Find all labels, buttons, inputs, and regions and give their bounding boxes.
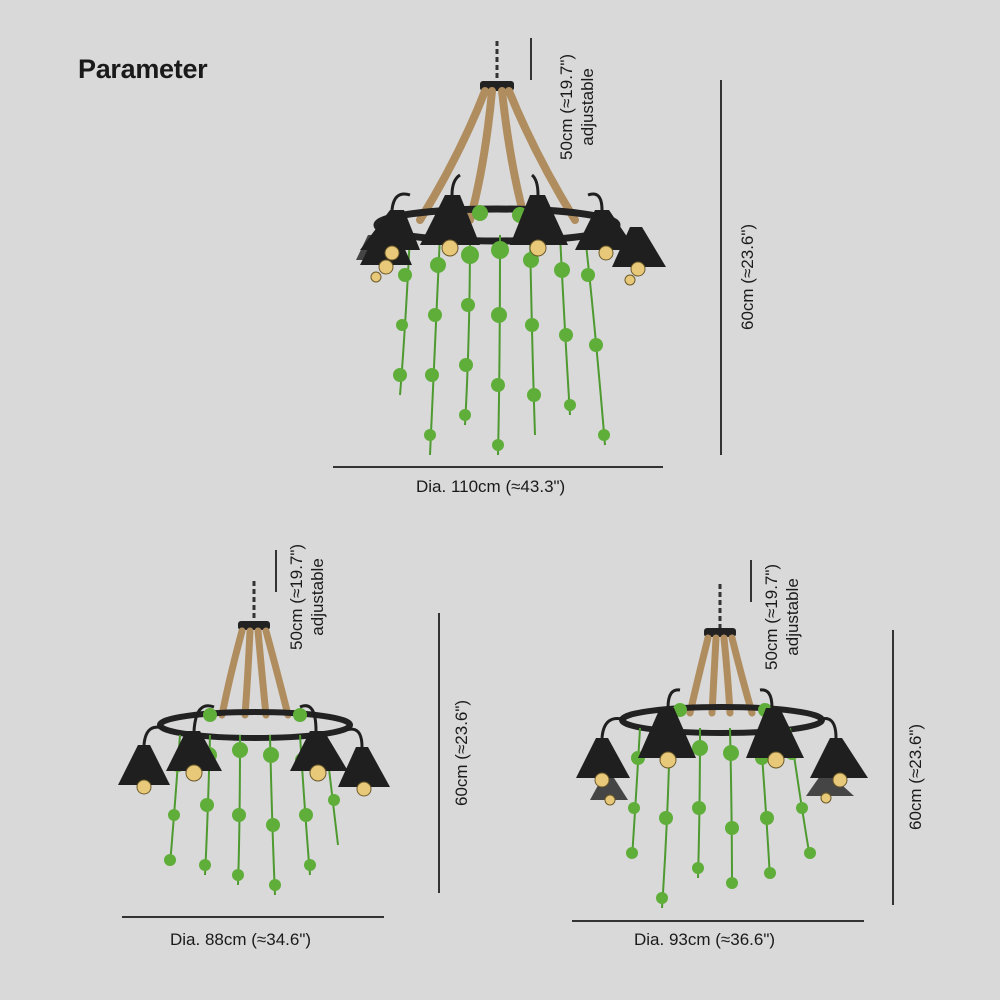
chandelier-image-small: [110, 575, 400, 905]
chandelier-large-illustration: [356, 41, 666, 456]
diameter-dimension-line-small: [122, 916, 384, 918]
diameter-dimension-label-small: Dia. 88cm (≈34.6"): [170, 930, 312, 949]
chain-dimension-line-medium: [750, 560, 752, 602]
diameter-dimension-line-large: [333, 466, 663, 468]
height-dimension-line-medium: [892, 630, 894, 905]
diameter-dimension-label-large: Dia. 110cm (≈43.3"): [416, 477, 566, 496]
height-dimension-line-small: [438, 613, 440, 893]
diameter-dimension-label-medium: Dia. 93cm (≈36.6"): [634, 930, 776, 949]
diameter-dimension-line-medium: [572, 920, 864, 922]
height-dimension-line-large: [720, 80, 722, 455]
chain-dimension-line-small: [275, 550, 277, 592]
chain-dimension-label-large: 50cm (≈19.7") adjustable: [557, 53, 597, 160]
height-dimension-label-medium: 60cm (≈23.6"): [906, 723, 925, 830]
chandelier-medium-illustration: [576, 584, 868, 909]
chandelier-image-large: [320, 35, 680, 465]
chandelier-image-medium: [570, 578, 880, 918]
height-dimension-label-small: 60cm (≈23.6"): [452, 699, 471, 806]
height-dimension-label-large: 60cm (≈23.6"): [738, 223, 757, 330]
chain-dimension-label-small: 50cm (≈19.7") adjustable: [287, 543, 327, 650]
chain-dimension-line-large: [530, 38, 532, 80]
chandelier-small-illustration: [118, 581, 390, 896]
chain-dimension-label-medium: 50cm (≈19.7") adjustable: [762, 563, 802, 670]
page-title: Parameter: [78, 54, 208, 84]
